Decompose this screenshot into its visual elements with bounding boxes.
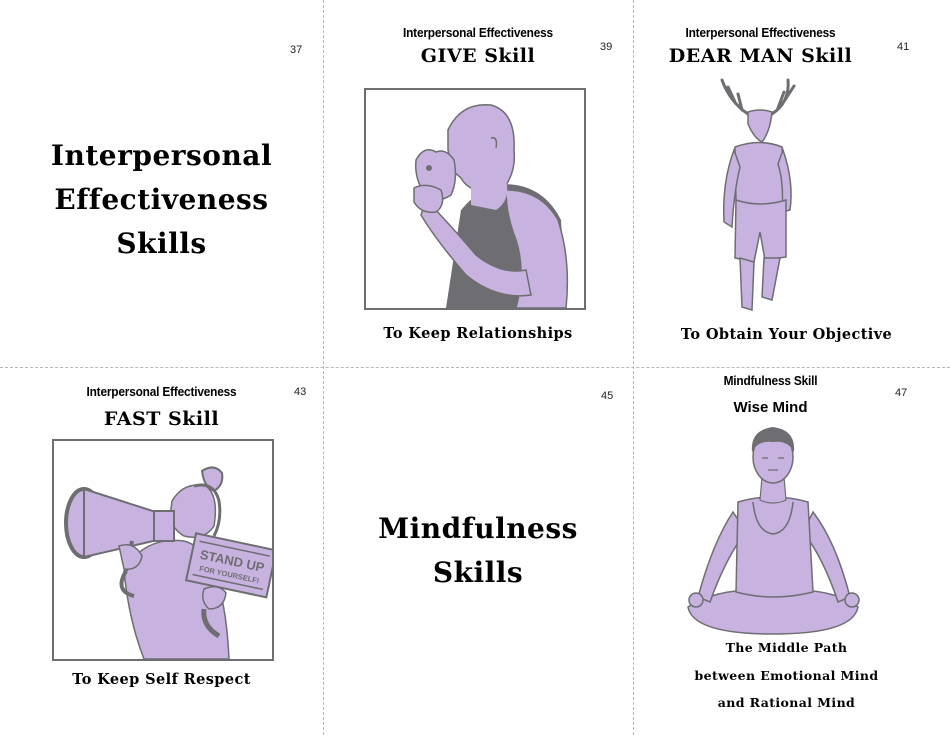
cover-title-line: Mindfulness <box>378 512 578 545</box>
card-title: GIVE Skill <box>420 45 536 67</box>
card-caption-line: between Emotional Mind <box>694 668 879 683</box>
card-caption: To Keep Self Respect <box>72 671 251 688</box>
cover-title-line: Skills <box>432 556 524 589</box>
cover-title-line: Effectiveness <box>54 183 269 216</box>
page-number: 37 <box>290 44 303 56</box>
card-caption-line: The Middle Path <box>725 640 848 655</box>
page-number: 47 <box>895 387 908 399</box>
cover-title-line: Interpersonal <box>50 139 273 172</box>
card-caption: To Keep Relationships <box>383 325 573 342</box>
card-subtitle: Mindfulness Skill <box>723 374 818 388</box>
page-number: 43 <box>294 386 307 398</box>
card-subtitle: Interpersonal Effectiveness <box>685 26 836 40</box>
page-number: 41 <box>897 41 910 53</box>
card-caption-line: and Rational Mind <box>717 695 856 710</box>
woman-with-megaphone-illustration: STAND UP FOR YOURSELF! <box>52 439 274 661</box>
card-dear-man-skill: Interpersonal Effectiveness 41 DEAR MAN … <box>633 0 950 367</box>
deer-headed-man-walking-illustration <box>690 72 830 322</box>
card-mindfulness-skills-cover: 45 Mindfulness Skills <box>323 367 633 735</box>
card-wise-mind: Mindfulness Skill 47 Wise Mind The Middl… <box>633 367 950 735</box>
card-caption: To Obtain Your Objective <box>680 326 893 343</box>
cover-title: Interpersonal Effectiveness Skills <box>0 134 323 266</box>
cut-line-horizontal <box>0 367 950 368</box>
page-number: 39 <box>600 41 613 53</box>
cover-title-line: Skills <box>116 227 207 260</box>
card-title: Wise Mind <box>733 399 808 416</box>
man-kissing-kitten-illustration <box>364 88 586 310</box>
card-interpersonal-skills-cover: 37 Interpersonal Effectiveness Skills <box>0 0 323 367</box>
card-subtitle: Interpersonal Effectiveness <box>403 26 553 40</box>
card-title: FAST Skill <box>103 408 220 430</box>
card-subtitle: Interpersonal Effectiveness <box>86 385 237 399</box>
card-fast-skill: Interpersonal Effectiveness 43 FAST Skil… <box>0 367 323 735</box>
cover-title: Mindfulness Skills <box>323 507 633 595</box>
page-number: 45 <box>601 390 614 402</box>
card-give-skill: Interpersonal Effectiveness 39 GIVE Skil… <box>323 0 633 367</box>
meditating-person-illustration <box>658 422 888 637</box>
card-title: DEAR MAN Skill <box>668 45 853 67</box>
